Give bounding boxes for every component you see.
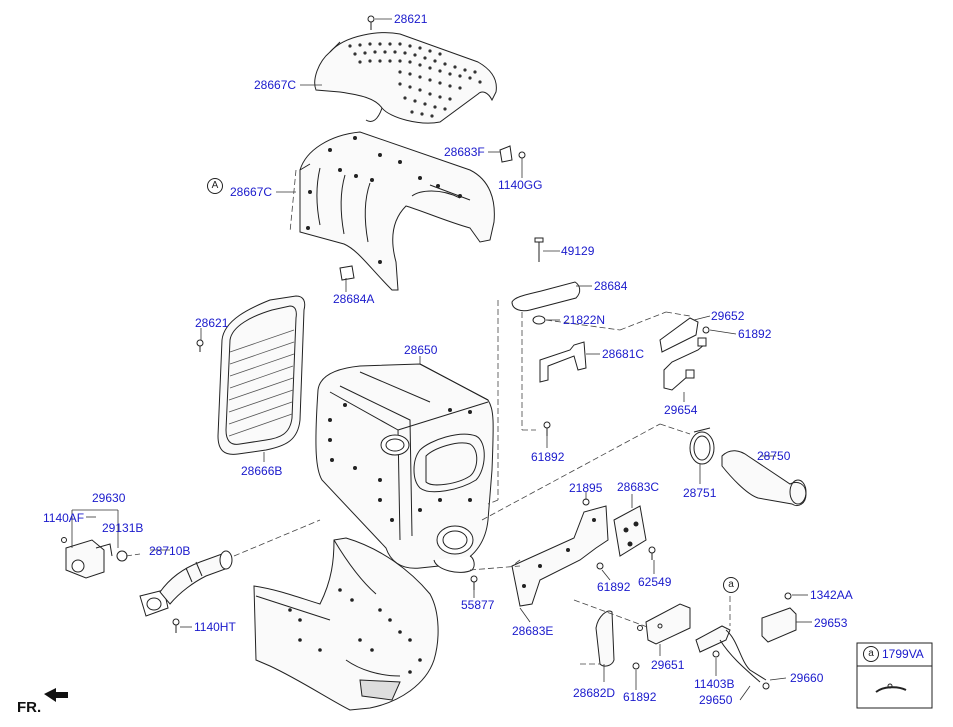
pipe-28710B (139, 550, 233, 633)
part-label-61892-c[interactable]: 61892 (597, 580, 631, 594)
part-label-29660[interactable]: 29660 (790, 671, 824, 685)
part-label-28684a[interactable]: 28684A (333, 292, 375, 306)
dashed-guides (125, 169, 731, 665)
part-label-28683e[interactable]: 28683E (512, 624, 554, 638)
pipe-28750 (721, 450, 807, 507)
part-label-28684[interactable]: 28684 (594, 279, 628, 293)
egr-valve-29630 (61, 537, 128, 579)
part-label-28650[interactable]: 28650 (404, 343, 438, 357)
part-label-28751[interactable]: 28751 (683, 486, 717, 500)
callout-marker-a-upper: A (207, 178, 223, 194)
part-label-28667c-top[interactable]: 28667C (254, 78, 297, 92)
bracket-29651 (637, 603, 691, 645)
top-heat-shield (314, 15, 497, 124)
part-label-1140af[interactable]: 1140AF (43, 511, 85, 525)
clamp-28751 (689, 427, 715, 465)
part-label-61892-a[interactable]: 61892 (738, 327, 772, 341)
part-label-61892-d[interactable]: 61892 (623, 690, 657, 704)
part-label-49129[interactable]: 49129 (561, 244, 595, 258)
part-label-1342aa[interactable]: 1342AA (810, 588, 853, 602)
part-label-29651[interactable]: 29651 (651, 658, 685, 672)
part-label-28666b[interactable]: 28666B (241, 464, 283, 478)
part-label-11403b[interactable]: 11403B (694, 677, 735, 691)
module-29653 (761, 607, 797, 643)
part-label-21895[interactable]: 21895 (569, 481, 603, 495)
part-label-28750[interactable]: 28750 (757, 449, 791, 463)
front-direction-label: FR. (17, 699, 42, 716)
filter-panel-28666B (196, 295, 306, 455)
muffler-28650 (315, 363, 494, 590)
part-label-61892-b[interactable]: 61892 (531, 450, 565, 464)
part-label-29652[interactable]: 29652 (711, 309, 745, 323)
part-label-62549[interactable]: 62549 (638, 575, 672, 589)
bracket-28682D (595, 610, 615, 667)
part-label-28667c-mid[interactable]: 28667C (230, 185, 273, 199)
leader-lines (71, 18, 812, 701)
middle-heat-shield (299, 131, 526, 291)
part-label-28710b[interactable]: 28710B (149, 544, 191, 558)
part-label-28621-top[interactable]: 28621 (394, 12, 428, 26)
sensor-bracket-29652 (659, 317, 710, 353)
part-label-29653[interactable]: 29653 (814, 616, 848, 630)
part-label-29650[interactable]: 29650 (699, 693, 733, 707)
part-label-29131b[interactable]: 29131B (102, 521, 144, 535)
bracket-28681C (539, 341, 587, 383)
lower-heat-shield (253, 537, 439, 711)
part-label-1140ht[interactable]: 1140HT (194, 620, 236, 634)
part-label-1140gg[interactable]: 1140GG (498, 178, 543, 192)
bracket-28684 (511, 237, 581, 325)
part-label-29654[interactable]: 29654 (664, 403, 698, 417)
legend-part-label[interactable]: 1799VA (882, 647, 924, 661)
sensor-29650 (695, 625, 770, 690)
part-label-28682d[interactable]: 28682D (573, 686, 616, 700)
part-label-29630[interactable]: 29630 (92, 491, 126, 505)
sensor-line-29654 (663, 337, 707, 391)
front-arrow-icon (44, 688, 68, 702)
bracket-28683E (511, 505, 609, 607)
legend-marker-a: a (863, 646, 879, 662)
part-label-21822n[interactable]: 21822N (563, 313, 606, 327)
bracket-28683C (613, 505, 647, 557)
part-label-28683f[interactable]: 28683F (444, 145, 485, 159)
part-label-28621-left[interactable]: 28621 (195, 316, 229, 330)
part-label-28681c[interactable]: 28681C (602, 347, 645, 361)
part-label-28683c[interactable]: 28683C (617, 480, 660, 494)
part-label-55877[interactable]: 55877 (461, 598, 495, 612)
callout-marker-a-lower: a (723, 577, 739, 593)
